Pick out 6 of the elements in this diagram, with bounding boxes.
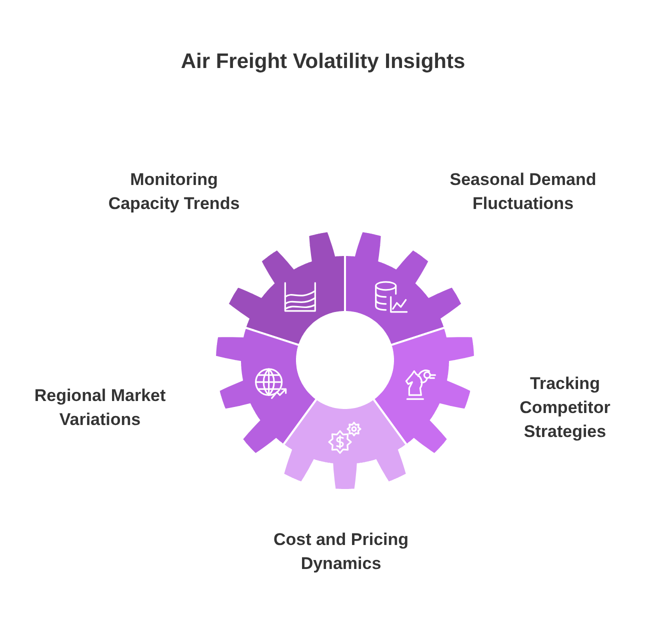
segment-label: Seasonal Demand Fluctuations (448, 169, 598, 215)
segment-label: Monitoring Capacity Trends (107, 169, 241, 215)
segment-label: Tracking Competitor Strategies (518, 373, 612, 443)
segment-label: Cost and Pricing Dynamics (272, 529, 410, 575)
title: Air Freight Volatility Insights (180, 50, 466, 74)
segment-label: Regional Market Variations (33, 385, 167, 431)
